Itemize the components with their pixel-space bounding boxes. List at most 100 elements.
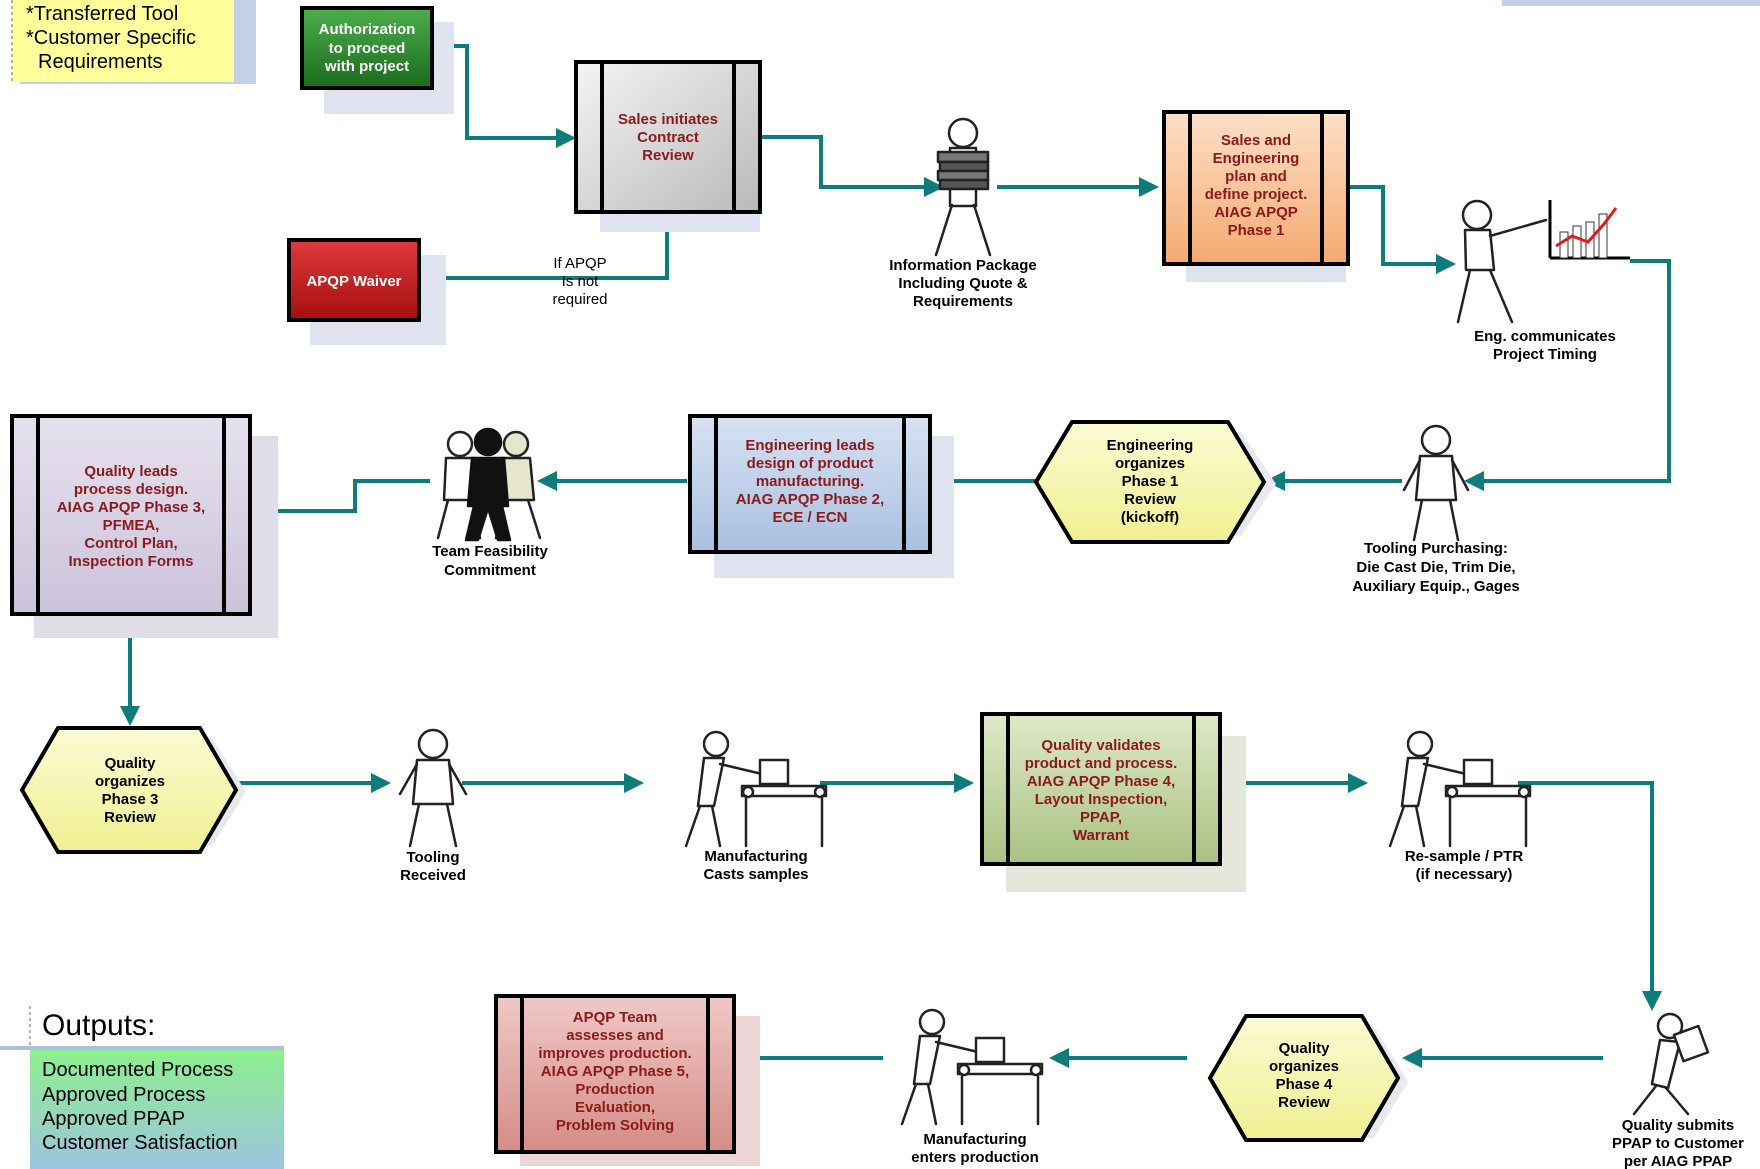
eng-design-line-1: Engineering leads [745, 437, 874, 454]
timing-chart-icon [1548, 200, 1630, 260]
output-item: Approved Process [42, 1084, 205, 1106]
sales-review-line-2: Contract [637, 129, 699, 146]
quality-validates-line-5: PPAP, [1080, 809, 1122, 826]
eng-design-line-3: manufacturing. [756, 473, 864, 490]
mfg-production-figure: Manufacturing enters production [900, 1008, 1044, 1166]
team-assess-line-6: Evaluation, [575, 1099, 655, 1116]
team-assess-line-2: assesses and [566, 1027, 664, 1044]
team-feasibility-figure: Team Feasibility Commitment [432, 427, 548, 579]
eng-design-line-2: design of product [747, 455, 874, 472]
sales-review-line-3: Review [642, 147, 694, 164]
quality-validates-line-6: Warrant [1073, 827, 1129, 844]
authorization-line-1: Authorization [319, 21, 416, 38]
info-package-line-1: Information Package [889, 257, 1037, 274]
info-package-line-2: Including Quote & [898, 275, 1027, 292]
eng-timing-line-1: Eng. communicates [1474, 328, 1616, 345]
sales-eng-line-2: Engineering [1213, 150, 1300, 167]
mfg-production-line-1: Manufacturing [923, 1131, 1026, 1148]
eng-phase1-line-4: Review [1124, 491, 1176, 508]
sales-review-line-1: Sales initiates [618, 111, 718, 128]
eng-design-line-5: ECE / ECN [772, 509, 847, 526]
authorization-line-3: with project [324, 58, 409, 75]
quality-validates-line-1: Quality validates [1041, 737, 1160, 754]
team-feasibility-line-1: Team Feasibility [432, 543, 548, 560]
team-assess-line-5: Production [575, 1081, 654, 1098]
eng-design-box: Engineering leads design of product manu… [688, 414, 954, 578]
tooling-purchasing-line-2: Die Cast Die, Trim Die, [1356, 559, 1515, 576]
quality-phase4-line-4: Review [1278, 1094, 1330, 1111]
quality-validates-box: Quality validates product and process. A… [980, 712, 1246, 892]
quality-phase3-review-hexagon: Quality organizes Phase 3 Review [19, 726, 246, 854]
eng-timing-line-2: Project Timing [1493, 346, 1597, 363]
quality-design-line-1: Quality leads [84, 463, 177, 480]
quality-design-line-6: Inspection Forms [68, 553, 193, 570]
authorization-line-2: to proceed [329, 40, 406, 57]
sales-engineering-plan-box: Sales and Engineering plan and define pr… [1162, 110, 1350, 282]
resample-line-1: Re-sample / PTR [1405, 848, 1524, 865]
waiver-condition-line-2: Is not [562, 273, 600, 290]
eng-phase1-line-5: (kickoff) [1121, 509, 1179, 526]
sales-eng-line-5: AIAG APQP [1214, 204, 1298, 221]
quality-submits-line-1: Quality submits [1622, 1117, 1735, 1134]
quality-phase4-line-2: organizes [1269, 1058, 1339, 1075]
quality-design-line-4: PFMEA, [103, 517, 160, 534]
mfg-production-line-2: enters production [911, 1149, 1039, 1166]
quality-design-line-2: process design. [74, 481, 188, 498]
quality-validates-line-2: product and process. [1025, 755, 1178, 772]
team-assess-box: APQP Team assesses and improves producti… [494, 994, 760, 1166]
quality-phase4-line-1: Quality [1279, 1040, 1331, 1057]
connectors [120, 44, 1671, 1068]
tooling-received-line-2: Received [400, 867, 466, 884]
waiver-condition-line-3: required [552, 291, 607, 308]
tooling-received-line-1: Tooling [406, 849, 459, 866]
tooling-purchasing-line-3: Auxiliary Equip., Gages [1352, 578, 1520, 595]
quality-design-box: Quality leads process design. AIAG APQP … [10, 414, 278, 638]
info-package-line-3: Requirements [913, 293, 1013, 310]
quality-phase4-line-3: Phase 4 [1276, 1076, 1333, 1093]
information-package-figure: Information Package Including Quote & Re… [889, 117, 1037, 310]
team-assess-line-7: Problem Solving [556, 1117, 674, 1134]
sales-eng-line-4: define project. [1205, 186, 1308, 203]
mfg-samples-line-2: Casts samples [703, 866, 808, 883]
transferred-tool-note: *Transferred Tool *Customer Specific Req… [11, 0, 256, 84]
quality-submits-figure: Quality submits PPAP to Customer per AIA… [1612, 1012, 1744, 1169]
tooling-purchasing-line-1: Tooling Purchasing: [1364, 540, 1508, 557]
sales-contract-review-box: Sales initiates Contract Review [574, 60, 762, 232]
quality-design-line-5: Control Plan, [84, 535, 177, 552]
output-item: Documented Process [42, 1059, 233, 1081]
quality-submits-line-2: PPAP to Customer [1612, 1135, 1744, 1152]
note-line-1: *Transferred Tool [26, 3, 178, 25]
output-item: Customer Satisfaction [42, 1132, 238, 1154]
quality-phase3-line-3: Phase 3 [102, 791, 159, 808]
authorization-box: Authorization to proceed with project [300, 6, 454, 114]
quality-validates-line-4: Layout Inspection, [1035, 791, 1168, 808]
team-assess-line-1: APQP Team [573, 1009, 657, 1026]
note-line-2: *Customer Specific [26, 27, 196, 49]
resample-figure: Re-sample / PTR (if necessary) [1388, 730, 1532, 883]
eng-phase1-line-3: Phase 1 [1122, 473, 1179, 490]
outputs-panel: Outputs: Documented Process Approved Pro… [0, 1006, 284, 1169]
quality-validates-line-3: AIAG APQP Phase 4, [1027, 773, 1175, 790]
waiver-condition-label: If APQP Is not required [552, 255, 607, 308]
sales-eng-line-1: Sales and [1221, 132, 1291, 149]
tooling-received-figure: Tooling Received [398, 728, 468, 884]
team-assess-line-3: improves production. [538, 1045, 691, 1062]
note-line-3: Requirements [38, 51, 163, 73]
eng-phase1-line-1: Engineering [1107, 437, 1194, 454]
resample-line-2: (if necessary) [1416, 866, 1513, 883]
waiver-label: APQP Waiver [306, 273, 401, 290]
quality-phase3-line-2: organizes [95, 773, 165, 790]
eng-design-line-4: AIAG APQP Phase 2, [736, 491, 884, 508]
team-assess-line-4: AIAG APQP Phase 5, [541, 1063, 689, 1080]
quality-phase3-line-4: Review [104, 809, 156, 826]
tooling-purchasing-figure: Tooling Purchasing: Die Cast Die, Trim D… [1352, 424, 1520, 595]
eng-phase1-review-hexagon: Engineering organizes Phase 1 Review (ki… [1033, 420, 1276, 544]
sales-eng-line-6: Phase 1 [1228, 222, 1285, 239]
mfg-samples-line-1: Manufacturing [704, 848, 807, 865]
output-item: Approved PPAP [42, 1108, 185, 1130]
mfg-samples-figure: Manufacturing Casts samples [684, 730, 828, 883]
waiver-condition-line-1: If APQP [553, 255, 606, 272]
apqp-waiver-box: APQP Waiver [287, 238, 446, 345]
quality-phase4-review-hexagon: Quality organizes Phase 4 Review [1207, 1014, 1408, 1142]
